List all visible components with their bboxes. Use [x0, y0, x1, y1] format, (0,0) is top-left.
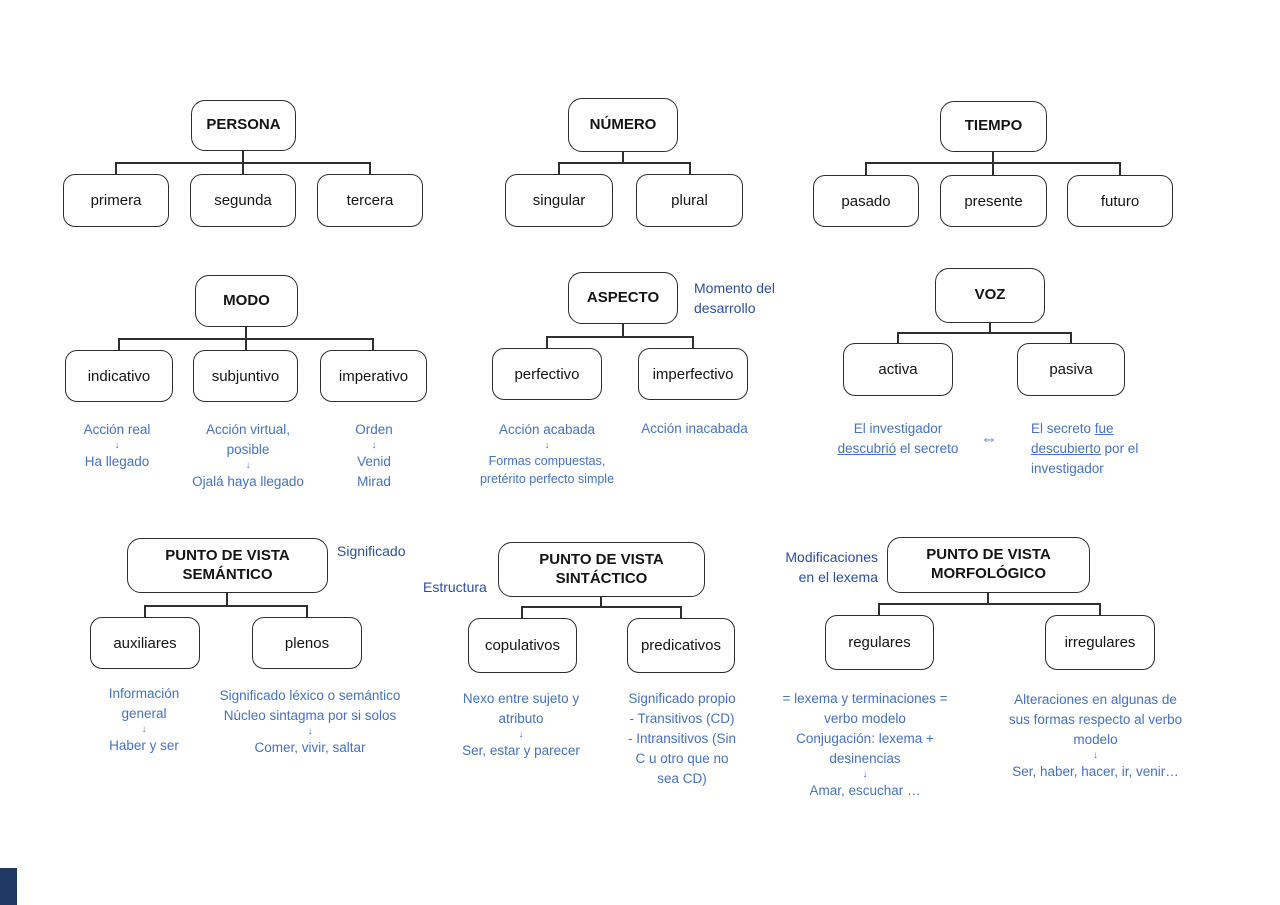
connector-line: [622, 324, 624, 336]
connector-line: [992, 162, 994, 175]
connector-line: [521, 606, 682, 608]
note-subjuntivo: Acción virtual, posible ↓ Ojalá haya lle…: [167, 420, 329, 492]
root-box-pdv-semantico: PUNTO DE VISTA SEMÁNTICO: [127, 538, 328, 593]
connector-line: [226, 593, 228, 605]
connector-line: [689, 162, 691, 174]
root-box-numero: NÚMERO: [568, 98, 678, 152]
root-box-persona: PERSONA: [191, 100, 296, 151]
connector-line: [865, 162, 867, 175]
note-auxiliares: Información general ↓ Haber y ser: [93, 684, 195, 756]
leaf-box-activa: activa: [843, 343, 953, 396]
leaf-box-pasiva: pasiva: [1017, 343, 1125, 396]
leaf-box-primera: primera: [63, 174, 169, 227]
down-arrow-icon: ↓: [862, 769, 868, 780]
side-label-modificaciones-en-el-lexema: Modificaciones en el lexema: [785, 549, 878, 585]
connector-line: [306, 605, 308, 617]
note-imperfectivo: Acción inacabada: [641, 421, 748, 436]
leaf-box-predicativos: predicativos: [627, 618, 735, 673]
note-imperativo: Orden ↓ Venid Mirad: [324, 420, 424, 492]
leaf-box-tercera: tercera: [317, 174, 423, 227]
root-box-aspecto: ASPECTO: [568, 272, 678, 324]
down-arrow-icon: ↓: [1093, 750, 1098, 761]
leaf-box-perfectivo: perfectivo: [492, 348, 602, 400]
leaf-box-auxiliares: auxiliares: [90, 617, 200, 669]
connector-line: [600, 597, 602, 606]
connector-line: [245, 338, 247, 350]
note-regulares: = lexema y terminaciones = verbo modelo …: [768, 689, 962, 801]
connector-line: [242, 162, 244, 174]
connector-line: [1070, 332, 1072, 343]
connector-line: [897, 332, 899, 343]
root-box-pdv-sintactico: PUNTO DE VISTA SINTÁCTICO: [498, 542, 705, 597]
leaf-box-subjuntivo: subjuntivo: [193, 350, 298, 402]
connector-line: [987, 593, 989, 603]
connector-line: [897, 332, 1072, 334]
corner-accent-bar: [0, 868, 17, 905]
connector-line: [372, 338, 374, 350]
side-label-estructura: Estructura: [423, 579, 487, 595]
connector-line: [245, 327, 247, 338]
note-indicativo: Acción real ↓ Ha llegado: [60, 420, 174, 472]
leaf-box-plenos: plenos: [252, 617, 362, 669]
leaf-box-segunda: segunda: [190, 174, 296, 227]
connector-line: [989, 323, 991, 332]
root-box-tiempo: TIEMPO: [940, 101, 1047, 152]
leaf-box-regulares: regulares: [825, 615, 934, 670]
down-arrow-icon: ↓: [544, 440, 550, 451]
down-arrow-icon: ↓: [245, 460, 251, 471]
note-plenos: Significado léxico o semántico Núcleo si…: [198, 686, 422, 758]
down-arrow-icon: ↓: [141, 724, 147, 735]
down-arrow-icon: ↓: [371, 440, 377, 451]
connector-line: [546, 336, 548, 348]
leaf-box-indicativo: indicativo: [65, 350, 173, 402]
connector-line: [1119, 162, 1121, 175]
connector-line: [144, 605, 308, 607]
connector-line: [369, 162, 371, 174]
root-box-pdv-morfologico: PUNTO DE VISTA MORFOLÓGICO: [887, 537, 1090, 593]
root-box-voz: VOZ: [935, 268, 1045, 323]
connector-line: [1099, 603, 1101, 615]
leaf-box-plural: plural: [636, 174, 743, 227]
leaf-box-copulativos: copulativos: [468, 618, 577, 673]
down-arrow-icon: ↓: [114, 440, 120, 451]
equivalence-arrow-icon: ⇔: [980, 429, 998, 448]
leaf-box-pasado: pasado: [813, 175, 919, 227]
side-label-significado: Significado: [337, 543, 406, 559]
connector-line: [622, 152, 624, 162]
leaf-box-irregulares: irregulares: [1045, 615, 1155, 670]
note-irregulares: Alteraciones en algunas de sus formas re…: [993, 690, 1198, 782]
note-predicativos: Significado propio - Transitivos (CD) - …: [627, 691, 737, 786]
connector-line: [558, 162, 691, 164]
connector-line: [692, 336, 694, 348]
note-copulativos: Nexo entre sujeto y atributo ↓ Ser, esta…: [447, 689, 595, 761]
connector-line: [242, 151, 244, 162]
connector-line: [992, 152, 994, 162]
connector-line: [680, 606, 682, 618]
leaf-box-singular: singular: [505, 174, 613, 227]
leaf-box-futuro: futuro: [1067, 175, 1173, 227]
note-voz-pasiva: El secreto fue descubierto por el invest…: [1031, 421, 1139, 476]
connector-line: [115, 162, 117, 174]
note-voz-activa: El investigador descubrió el secreto: [837, 421, 959, 456]
connector-line: [144, 605, 146, 617]
leaf-box-imperativo: imperativo: [320, 350, 427, 402]
connector-line: [878, 603, 880, 615]
down-arrow-icon: ↓: [307, 726, 313, 737]
root-box-modo: MODO: [195, 275, 298, 327]
down-arrow-icon: ↓: [518, 729, 524, 740]
leaf-box-presente: presente: [940, 175, 1047, 227]
connector-line: [878, 603, 1101, 605]
leaf-box-imperfectivo: imperfectivo: [638, 348, 748, 400]
connector-line: [118, 338, 120, 350]
connector-line: [546, 336, 694, 338]
connector-line: [558, 162, 560, 174]
side-label-momento-del-desarrollo: Momento del desarrollo: [694, 280, 775, 316]
note-perfectivo: Acción acabada ↓ Formas compuestas, pret…: [462, 420, 632, 488]
connector-line: [521, 606, 523, 618]
